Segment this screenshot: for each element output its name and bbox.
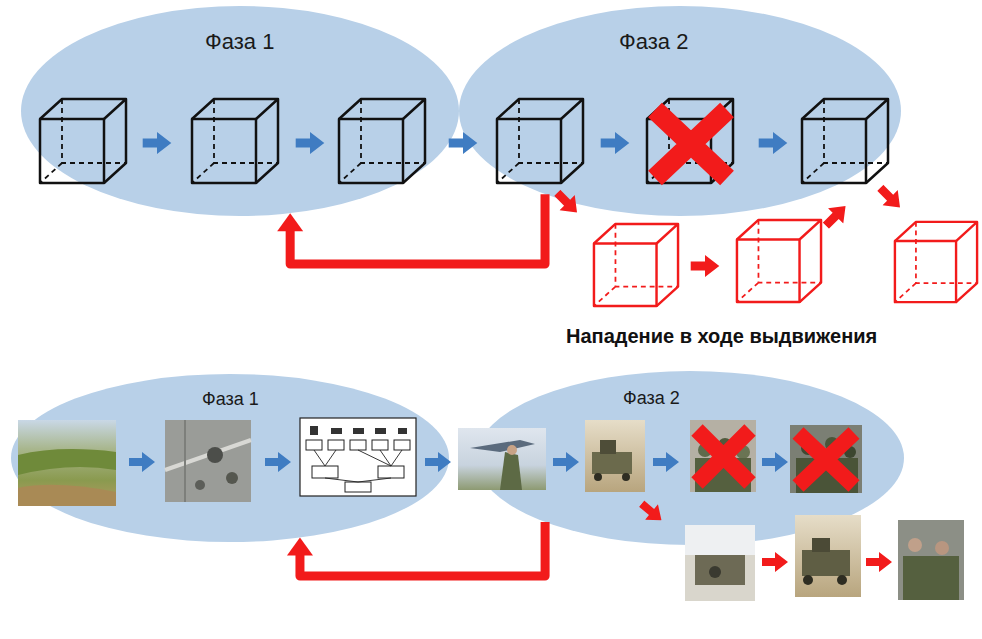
section-heading: Нападение в ходе выдвижения — [566, 325, 877, 348]
ellipse-shape — [11, 374, 449, 542]
phase-ellipse: Фаза 2 — [458, 5, 902, 217]
crowd-photo — [690, 420, 756, 492]
phase-title: Фаза 2 — [619, 29, 688, 55]
alternative-photo — [795, 515, 861, 597]
arrow-head — [287, 538, 313, 556]
phase-title: Фаза 2 — [623, 388, 680, 409]
label-anchor: Нападение в ходе выдвижения — [566, 325, 877, 348]
convoy-photo — [585, 420, 645, 492]
arrow-head — [277, 213, 303, 231]
aerial-photo — [165, 420, 251, 502]
alternative-photo — [685, 525, 755, 601]
drone-operator-photo — [458, 428, 546, 490]
ellipse-shape — [459, 6, 901, 216]
ellipse-shape — [21, 6, 459, 216]
phase-ellipse: Фаза 1 — [10, 373, 450, 543]
landscape-photo — [18, 420, 116, 506]
alternative-photo — [898, 520, 964, 600]
phase-title: Фаза 1 — [205, 29, 274, 55]
ellipse-shape — [476, 371, 904, 545]
phase-ellipse: Фаза 1 — [20, 5, 460, 217]
soldiers-photo — [790, 425, 862, 493]
phase-title: Фаза 1 — [202, 389, 259, 410]
phase-ellipse: Фаза 2 — [475, 370, 905, 546]
org-chart — [300, 418, 416, 496]
ellipse-outline — [475, 370, 905, 546]
